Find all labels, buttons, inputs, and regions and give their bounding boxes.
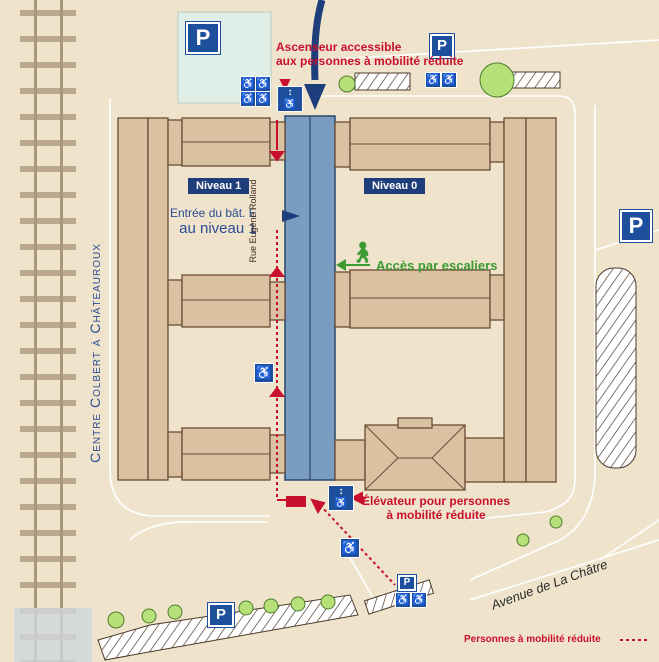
parking-sign: P (397, 574, 417, 592)
ascenseur-label-line2: aux personnes à mobilité réduite (276, 54, 464, 68)
entree-label-line1: Entrée du bât. E (170, 206, 257, 220)
wheelchair-icon: ♿ (334, 498, 348, 509)
main-corridor (284, 115, 336, 481)
wheelchair-icon: ♿ (425, 72, 441, 88)
entrance-arrow-head (304, 84, 326, 110)
entrance-flag (282, 210, 300, 222)
entree-label: Entrée du bât. E au niveau 1 (170, 206, 257, 237)
parking-sign: P (207, 602, 235, 628)
wheelchair-icon: ♿ (255, 76, 271, 92)
elevateur-label-line2: à mobilité réduite (386, 508, 486, 522)
wheelchair-icon: ♿ (340, 538, 360, 558)
wheelchair-icon: ♿ (411, 592, 427, 608)
acces-label: Accès par escaliers (376, 258, 498, 273)
elevateur-label: Élévateur pour personnes à mobilité rédu… (362, 494, 510, 522)
ascenseur-label: Ascenseur accessible aux personnes à mob… (276, 40, 463, 68)
niveau1-badge: Niveau 1 (188, 178, 250, 194)
elevateur-label-line1: Élévateur pour personnes (362, 494, 511, 508)
parking-sign: P (619, 209, 653, 243)
stairs-access-arrow (336, 259, 370, 271)
corner-area (14, 608, 92, 662)
trees (107, 62, 563, 629)
rue-label: Rue Eugène Rolland (248, 179, 258, 263)
parking-sign: P (429, 33, 455, 59)
entrance-arrow (311, 0, 326, 81)
pmr-route (269, 79, 648, 641)
wheelchair-icon: ♿ (441, 72, 457, 88)
wheelchair-icon: ♿ (255, 91, 271, 107)
wheelchair-icon: ♿ (395, 592, 411, 608)
wheelchair-icon: ♿ (240, 91, 256, 107)
ascenseur-label-line1: Ascenseur accessible (276, 40, 402, 54)
railway (20, 0, 76, 662)
buildings (117, 117, 557, 491)
centre-label: Centre Colbert à Châteauroux (87, 243, 103, 463)
walking-person-icon: 🚶︎ (350, 242, 376, 264)
elevator-icon: ↕ (338, 486, 344, 497)
elevator-sign: ↕ ♿ (277, 86, 303, 112)
building-roof-lines (182, 141, 490, 491)
entree-label-line2: au niveau 1 (179, 220, 257, 237)
legend-pmr: Personnes à mobilité réduite (464, 634, 601, 645)
wheelchair-icon: ♿ (240, 76, 256, 92)
parking-sign: P (185, 21, 221, 55)
wheelchair-icon: ♿ (254, 363, 274, 383)
elevator-sign: ↕ ♿ (328, 485, 354, 511)
wheelchair-icon: ♿ (283, 99, 297, 110)
elevator-icon: ↕ (287, 87, 293, 98)
niveau0-badge: Niveau 0 (364, 178, 426, 194)
